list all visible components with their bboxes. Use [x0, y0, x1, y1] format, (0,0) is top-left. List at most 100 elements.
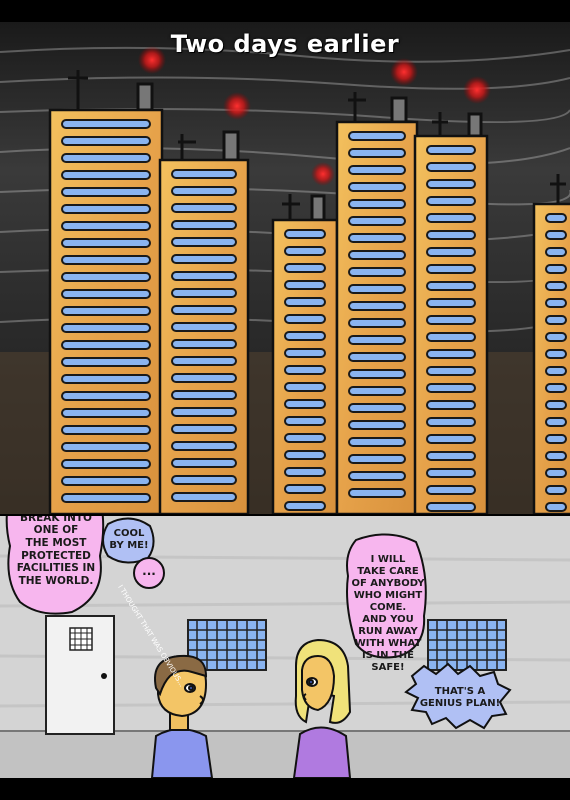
building-window	[61, 425, 151, 435]
building-window	[426, 179, 476, 189]
building-window	[348, 250, 406, 260]
building-window	[545, 434, 567, 444]
building-window	[284, 331, 326, 341]
antennas	[68, 70, 566, 222]
bubble-genius-shape	[404, 662, 512, 730]
building-window	[426, 196, 476, 206]
building-window	[171, 288, 237, 298]
building-window	[171, 492, 237, 502]
building-window	[348, 267, 406, 277]
building-window	[171, 441, 237, 451]
character-brown-hair	[150, 654, 214, 778]
building-window	[426, 400, 476, 410]
building-window	[61, 272, 151, 282]
building-window	[426, 315, 476, 325]
building-window	[61, 238, 151, 248]
building-window	[61, 374, 151, 384]
building-window	[348, 182, 406, 192]
building-window	[545, 332, 567, 342]
building-window	[426, 366, 476, 376]
skyline-panel: Two days earlier	[0, 22, 570, 514]
building-window	[426, 298, 476, 308]
building-window	[61, 340, 151, 350]
building-window	[61, 153, 151, 163]
building-window	[348, 216, 406, 226]
building-window	[284, 416, 326, 426]
building-window	[348, 471, 406, 481]
dialogue-i-will: I will take care of anybody who might co…	[351, 554, 425, 673]
building-window	[426, 451, 476, 461]
building-window	[426, 162, 476, 172]
building-window	[171, 322, 237, 332]
building-window	[348, 233, 406, 243]
top-border	[0, 0, 570, 22]
caption-two-days-earlier: Two days earlier	[170, 30, 400, 58]
building-window	[545, 417, 567, 427]
building-window	[348, 454, 406, 464]
street-panel: So, we're gonna break into one of the mo…	[0, 516, 570, 778]
skyline-illustration	[0, 46, 570, 514]
character-blonde	[292, 638, 352, 778]
building-window	[348, 420, 406, 430]
building-window	[545, 230, 567, 240]
building-window	[61, 221, 151, 231]
building-window	[348, 352, 406, 362]
building-window	[61, 170, 151, 180]
building-window	[284, 280, 326, 290]
building-window	[348, 148, 406, 158]
building-window	[426, 485, 476, 495]
building-window	[61, 289, 151, 299]
dialogue-cool-by-me: Cool by me!	[109, 528, 149, 551]
building-window	[426, 332, 476, 342]
building-window	[426, 145, 476, 155]
building-window	[545, 247, 567, 257]
building-window	[61, 255, 151, 265]
bubble-ellipsis-shape	[133, 557, 165, 589]
building-door	[45, 615, 115, 735]
building-window	[171, 390, 237, 400]
building-window	[61, 187, 151, 197]
building-window	[348, 318, 406, 328]
building-window	[348, 488, 406, 498]
wall-window-right	[427, 619, 507, 671]
building-window	[348, 386, 406, 396]
building-window	[284, 433, 326, 443]
building-window	[348, 165, 406, 175]
building-window	[171, 203, 237, 213]
building-window	[545, 383, 567, 393]
building-window	[426, 213, 476, 223]
building-window	[426, 417, 476, 427]
building-window	[61, 306, 151, 316]
beacon-lights	[138, 46, 491, 186]
building-window	[348, 199, 406, 209]
building-window	[61, 408, 151, 418]
building-window	[284, 450, 326, 460]
building-window	[284, 297, 326, 307]
building-window	[284, 467, 326, 477]
building-window	[171, 339, 237, 349]
building-window	[545, 451, 567, 461]
bubble-so-gonna-shape	[5, 516, 105, 615]
building-window	[284, 382, 326, 392]
building-window	[171, 305, 237, 315]
building-window	[426, 434, 476, 444]
building-windows	[61, 119, 567, 512]
building-window	[61, 476, 151, 486]
building-window	[61, 442, 151, 452]
building-window	[284, 399, 326, 409]
building-window	[171, 373, 237, 383]
building-window	[61, 136, 151, 146]
building-window	[545, 298, 567, 308]
building-window	[171, 475, 237, 485]
building-window	[61, 459, 151, 469]
building-window	[61, 493, 151, 503]
building-window	[348, 284, 406, 294]
building-window	[545, 485, 567, 495]
building-window	[545, 468, 567, 478]
building-window	[545, 400, 567, 410]
building-window	[284, 229, 326, 239]
building-2	[158, 158, 250, 514]
building-window	[545, 281, 567, 291]
building-window	[284, 246, 326, 256]
building-window	[171, 169, 237, 179]
